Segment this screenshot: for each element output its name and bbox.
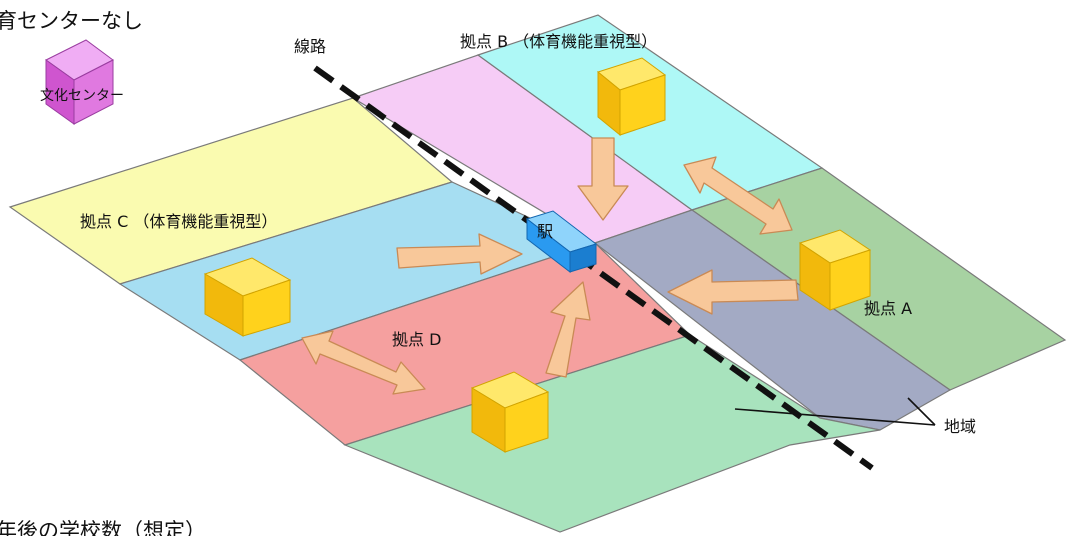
bottom-caption: 年後の学校数（想定） <box>0 519 206 536</box>
cube-base-d <box>470 371 550 453</box>
base-b-label: 拠点 B （体育機能重視型） <box>460 32 657 51</box>
railway-line <box>313 65 874 471</box>
arrow-c-to-station <box>396 233 523 275</box>
railway-line-label: 線路 <box>294 37 326 56</box>
base-c-label: 拠点 C （体育機能重視型） <box>80 212 277 231</box>
arrow-d-to-station <box>545 281 591 378</box>
region-pointer <box>734 397 936 426</box>
base-a-label: 拠点 A <box>864 299 912 318</box>
culture-center-label: 文化センター <box>40 88 124 104</box>
arrow-b-a-double <box>683 156 793 235</box>
cube-base-a <box>798 229 872 311</box>
top-caption: 育センターなし <box>0 9 143 33</box>
station-cube <box>525 210 598 274</box>
base-d-label: 拠点 D <box>392 330 441 349</box>
region-label: 地域 <box>944 417 976 436</box>
cube-base-b <box>596 57 667 137</box>
zone-slate <box>593 209 952 431</box>
cube-base-c <box>203 257 292 337</box>
arrows <box>301 137 799 395</box>
station-label: 駅 <box>537 222 553 241</box>
arrow-c-d-double <box>301 330 426 395</box>
culture-center-cube <box>45 39 114 125</box>
zones <box>8 14 1067 533</box>
arrow-b-to-station <box>577 137 629 221</box>
arrow-a-to-station <box>667 269 799 315</box>
